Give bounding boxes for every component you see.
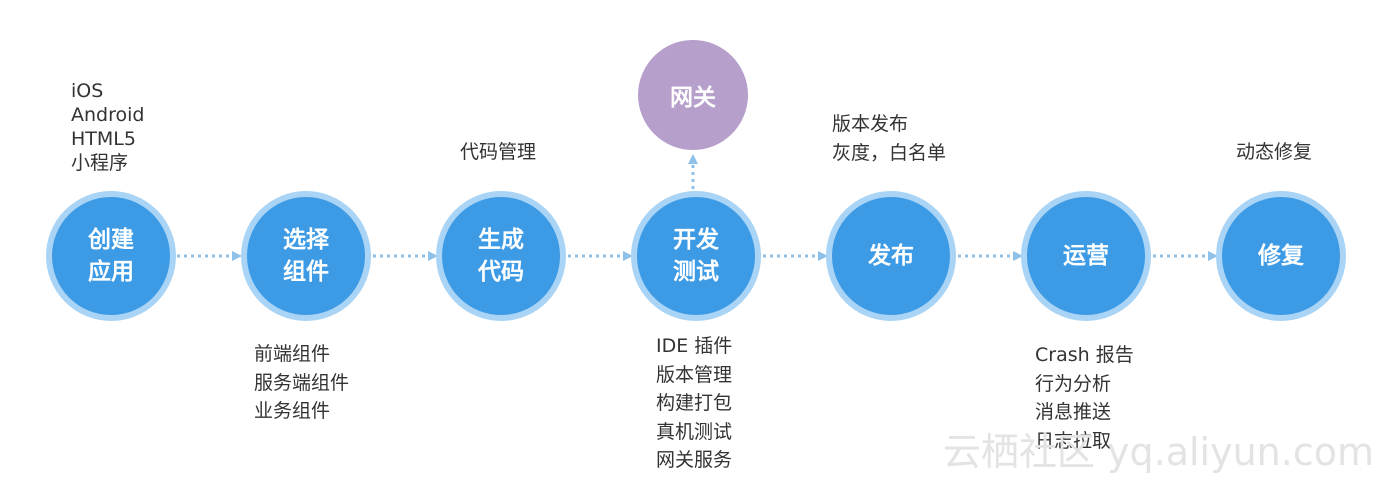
note-item: 版本发布 <box>832 113 909 135</box>
note-item: 代码管理 <box>460 141 537 163</box>
note-item: iOS <box>71 80 104 102</box>
note-item: 业务组件 <box>254 400 331 422</box>
note-item: 消息推送 <box>1035 401 1112 423</box>
note-item: 灰度，白名单 <box>832 141 947 164</box>
node-select-component: 选择 组件 <box>241 191 371 321</box>
note-item: IDE 插件 <box>656 335 733 357</box>
note-item: HTML5 <box>71 128 136 150</box>
note-item: Crash 报告 <box>1035 344 1134 366</box>
note-item: 行为分析 <box>1035 372 1112 395</box>
note-item: Android <box>71 104 145 126</box>
node-repair: 修复 <box>1216 191 1346 321</box>
note-item: 动态修复 <box>1236 141 1313 163</box>
note-item: 前端组件 <box>254 343 331 365</box>
node-dev-test: 开发 测试 <box>631 191 761 321</box>
operations-note: Crash 报告 行为分析 消息推送 日志拉取 <box>1035 341 1134 455</box>
node-create-app: 创建 应用 <box>46 191 176 321</box>
release-note: 版本发布 灰度，白名单 <box>832 110 946 167</box>
node-label-generate-code: 生成 代码 <box>478 227 524 285</box>
note-item: 网关服务 <box>656 449 733 471</box>
node-label-create-app: 创建 应用 <box>88 227 134 285</box>
node-publish: 发布 <box>826 191 956 321</box>
node-label-select-component: 选择 组件 <box>283 227 329 285</box>
node-label-publish: 发布 <box>868 243 914 269</box>
node-label-dev-test: 开发 测试 <box>673 227 719 285</box>
watermark: 云栖社区 yq.aliyun.com <box>942 430 1374 474</box>
code-note: 代码管理 <box>460 138 536 167</box>
node-operate: 运营 <box>1021 191 1151 321</box>
fix-note: 动态修复 <box>1236 138 1312 167</box>
gateway-node: 网关 <box>638 40 748 150</box>
devtest-note: IDE 插件 版本管理 构建打包 真机测试 网关服务 <box>656 332 732 475</box>
gateway-label: 网关 <box>670 85 716 111</box>
node-label-operate: 运营 <box>1063 243 1109 269</box>
node-label-repair: 修复 <box>1258 243 1304 269</box>
note-item: 服务端组件 <box>254 371 350 394</box>
note-item: 版本管理 <box>656 363 733 386</box>
note-item: 小程序 <box>71 152 129 174</box>
note-item: 构建打包 <box>656 392 733 414</box>
platforms-note: iOS Android HTML5 小程序 <box>71 79 144 175</box>
note-item: 日志拉取 <box>1035 429 1112 452</box>
node-generate-code: 生成 代码 <box>436 191 566 321</box>
components-note: 前端组件 服务端组件 业务组件 <box>254 340 349 426</box>
note-item: 真机测试 <box>656 420 733 443</box>
